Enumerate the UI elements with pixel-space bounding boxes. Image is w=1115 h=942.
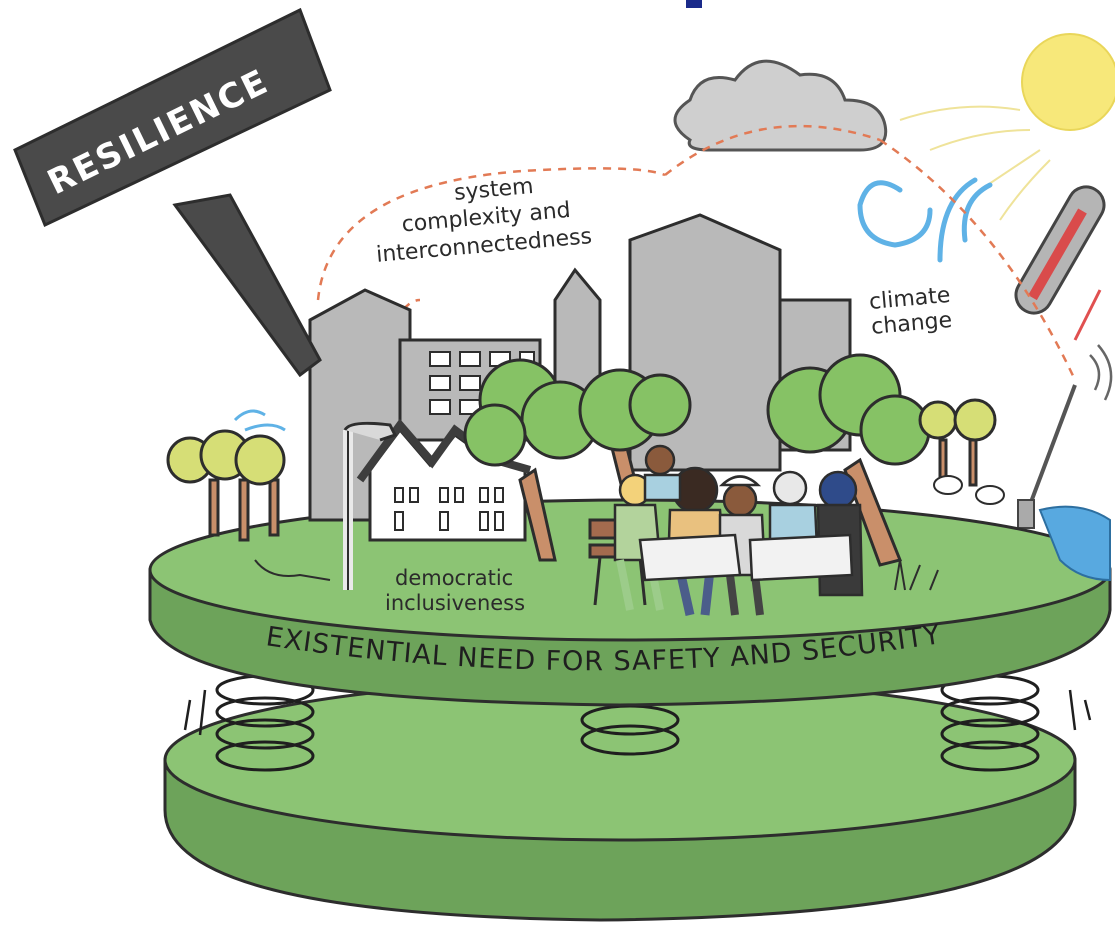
bottom-platform bbox=[163, 678, 1077, 922]
tree-green-right bbox=[766, 353, 931, 567]
map-paper bbox=[638, 533, 854, 582]
tree-green-center bbox=[578, 368, 692, 502]
water bbox=[1038, 505, 1111, 582]
resilience-sign: RESILIENCE bbox=[13, 7, 332, 378]
label-climate-change: climate change bbox=[868, 283, 953, 340]
tree-yellow-left bbox=[166, 429, 286, 542]
springs bbox=[183, 674, 1092, 772]
sign-post bbox=[172, 193, 322, 378]
cloud-icon bbox=[673, 59, 888, 152]
connection-arcs bbox=[316, 124, 1077, 381]
people-group bbox=[613, 444, 864, 616]
antenna-icon bbox=[1017, 344, 1113, 529]
top-blue-mark bbox=[686, 0, 702, 8]
label-democratic-line1: democratic bbox=[395, 566, 513, 590]
person-back bbox=[643, 444, 682, 502]
sun-icon bbox=[899, 33, 1115, 221]
sheep bbox=[933, 475, 1005, 505]
wind-icon bbox=[857, 177, 993, 263]
left-wind-icon bbox=[233, 409, 286, 432]
trees bbox=[166, 353, 997, 567]
sign-board bbox=[13, 7, 332, 228]
label-system-complexity: system complexity and interconnectedness bbox=[375, 174, 593, 268]
label-democratic-line2: inclusiveness bbox=[385, 591, 525, 615]
label-democratic-inclusiveness: democratic inclusiveness bbox=[385, 566, 525, 615]
spring-right bbox=[940, 674, 1040, 772]
street-lamp bbox=[343, 421, 398, 590]
grass-tufts bbox=[254, 559, 939, 591]
tree-yellow-right bbox=[918, 398, 997, 487]
thermometer-icon bbox=[1014, 185, 1106, 315]
spring-left bbox=[215, 674, 315, 772]
